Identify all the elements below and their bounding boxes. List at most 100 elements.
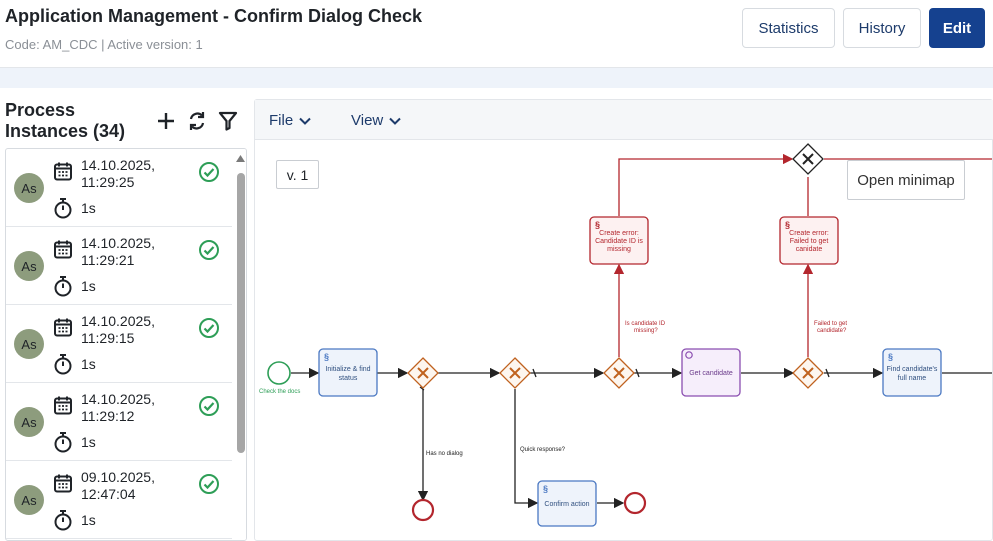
task-label-line: Failed to get — [790, 238, 829, 245]
avatar: As — [14, 173, 44, 203]
open-minimap-button[interactable]: Open minimap — [847, 160, 965, 200]
instances-title-line2: Instances (34) — [5, 121, 126, 141]
edge-label: Quick response? — [520, 447, 566, 453]
view-menu[interactable]: View — [351, 112, 401, 129]
scroll-up-icon[interactable] — [236, 155, 245, 162]
exclusive-gateway[interactable] — [603, 357, 635, 389]
status-success-icon — [199, 396, 219, 416]
instance-time: 11:29:21 — [81, 252, 135, 268]
stopwatch-icon — [54, 510, 72, 531]
start-event[interactable] — [267, 361, 291, 385]
instance-row[interactable]: As 14.10.2025,11:29:15 1s — [6, 305, 232, 383]
avatar: As — [14, 407, 44, 437]
process-instances-panel: Process Instances (34) As 14.10.2025,11:… — [0, 88, 248, 541]
instance-time: 12:47:04 — [81, 486, 136, 502]
stopwatch-icon — [54, 276, 72, 297]
end-event[interactable] — [411, 498, 435, 522]
status-success-icon — [199, 318, 219, 338]
task-label-line: full name — [898, 375, 927, 382]
refresh-icon[interactable] — [186, 110, 208, 132]
task-label-line: Get candidate — [689, 370, 733, 377]
instance-row[interactable]: As 14.10.2025,11:29:25 1s — [6, 149, 232, 227]
process-code-subtitle: Code: AM_CDC | Active version: 1 — [5, 37, 203, 52]
file-menu-label: File — [269, 112, 294, 129]
stopwatch-icon — [54, 354, 72, 375]
task-label-line: Initialize & find — [325, 366, 370, 373]
instance-date: 14.10.2025,11:29:15 — [81, 313, 155, 347]
task-find-candidate-full-name[interactable]: § Find candidate's full name — [882, 348, 942, 397]
version-badge: v. 1 — [276, 160, 319, 189]
instance-duration: 1s — [81, 200, 96, 216]
diagram-menubar: File View — [255, 100, 993, 140]
instance-duration: 1s — [81, 356, 96, 372]
task-label-line: missing — [607, 246, 631, 253]
task-label-line: Create error: — [789, 230, 829, 237]
edge-label: Has no dialog — [426, 451, 463, 457]
start-event-label: Check the docs — [259, 389, 300, 395]
script-task-icon: § — [543, 484, 548, 494]
instance-time: 11:29:12 — [81, 408, 135, 424]
calendar-icon — [54, 318, 72, 337]
script-task-icon: § — [888, 352, 893, 362]
exclusive-gateway[interactable] — [499, 357, 531, 389]
calendar-icon — [54, 240, 72, 259]
filter-icon[interactable] — [217, 110, 239, 132]
instances-title: Process Instances (34) — [5, 100, 145, 142]
status-success-icon — [199, 240, 219, 260]
script-task-icon: § — [785, 220, 790, 230]
task-create-error-failed-get[interactable]: § Create error: Failed to get canidate — [779, 216, 839, 265]
edge-label: candidate? — [817, 328, 847, 334]
header-divider-band — [0, 68, 993, 88]
avatar: As — [14, 485, 44, 515]
exclusive-gateway[interactable] — [407, 357, 439, 389]
edge-label: Is candidate ID — [625, 321, 666, 327]
avatar: As — [14, 251, 44, 281]
chevron-down-icon — [389, 117, 401, 125]
instance-row[interactable]: As 14.10.2025,11:29:12 1s — [6, 383, 232, 461]
task-get-candidate[interactable]: Get candidate — [681, 348, 741, 397]
edit-button[interactable]: Edit — [929, 8, 985, 48]
task-confirm-action[interactable]: § Confirm action — [537, 480, 597, 527]
instance-date: 14.10.2025,11:29:12 — [81, 391, 155, 425]
instance-date-line1: 14.10.2025, — [81, 391, 155, 407]
stopwatch-icon — [54, 432, 72, 453]
instance-row[interactable]: As 09.10.2025,12:47:04 1s — [6, 461, 232, 539]
scrollbar-thumb[interactable] — [237, 173, 245, 453]
instance-duration: 1s — [81, 512, 96, 528]
bpmn-diagram[interactable]: Check the docs § Initialize & find statu… — [255, 141, 992, 541]
end-event[interactable] — [623, 491, 647, 515]
chevron-down-icon — [299, 117, 311, 125]
script-task-icon: § — [595, 220, 600, 230]
statistics-button[interactable]: Statistics — [742, 8, 835, 48]
task-label-line: canidate — [796, 246, 823, 253]
calendar-icon — [54, 396, 72, 415]
service-task-icon — [685, 351, 693, 359]
page-header: Application Management - Confirm Dialog … — [0, 0, 993, 68]
history-button[interactable]: History — [843, 8, 921, 48]
instance-date: 09.10.2025,12:47:04 — [81, 469, 155, 503]
task-create-error-id-missing[interactable]: § Create error: Candidate ID is missing — [589, 216, 649, 265]
instances-title-line1: Process — [5, 100, 76, 120]
instances-list: As 14.10.2025,11:29:25 1s As 14.10.2025,… — [5, 148, 247, 541]
task-initialize-find-status[interactable]: § Initialize & find status — [318, 348, 378, 397]
merge-gateway[interactable] — [792, 143, 824, 175]
instance-date-line1: 14.10.2025, — [81, 235, 155, 251]
instance-time: 11:29:15 — [81, 330, 135, 346]
instance-time: 11:29:25 — [81, 174, 135, 190]
instance-row[interactable]: As 14.10.2025,11:29:21 1s — [6, 227, 232, 305]
script-task-icon: § — [324, 352, 329, 362]
instance-date-line1: 14.10.2025, — [81, 157, 155, 173]
instance-duration: 1s — [81, 434, 96, 450]
status-success-icon — [199, 474, 219, 494]
process-diagram-panel: File View — [254, 99, 993, 541]
status-success-icon — [199, 162, 219, 182]
instances-scrollbar[interactable] — [234, 149, 246, 540]
task-label-line: status — [339, 375, 358, 382]
exclusive-gateway[interactable] — [792, 357, 824, 389]
error-flows — [613, 153, 992, 357]
stopwatch-icon — [54, 198, 72, 219]
add-icon[interactable] — [155, 110, 177, 132]
task-label-line: Create error: — [599, 230, 639, 237]
instance-date-line1: 09.10.2025, — [81, 469, 155, 485]
file-menu[interactable]: File — [269, 112, 311, 129]
